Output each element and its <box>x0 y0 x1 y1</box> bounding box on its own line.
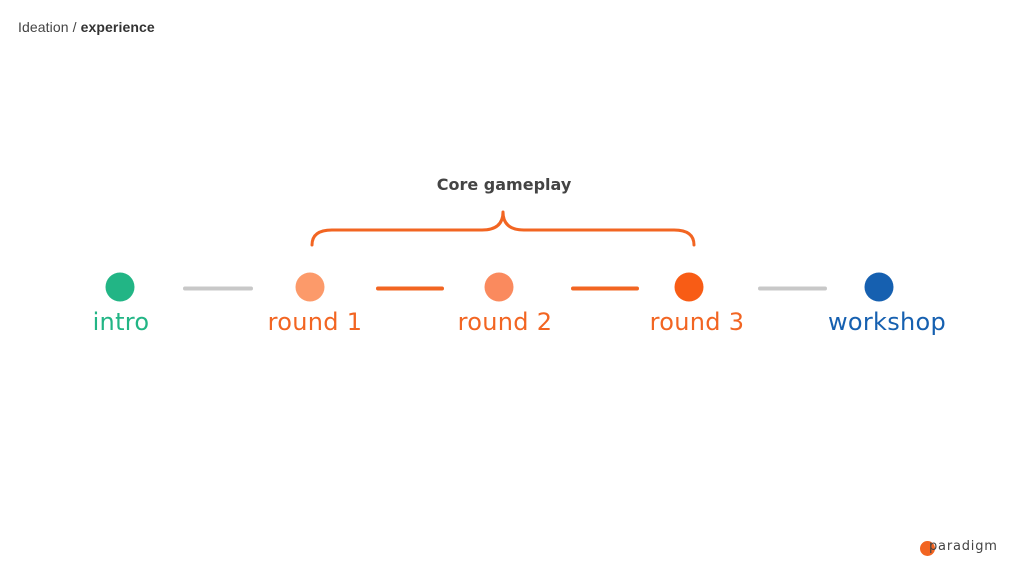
intro-label: intro <box>92 308 150 336</box>
round-2-node <box>484 272 514 302</box>
round-3-label: round 3 <box>649 308 745 336</box>
round-1-node <box>295 272 325 302</box>
paradigm-logo-text: paradigm <box>929 539 998 554</box>
intro-node <box>105 272 135 302</box>
workshop-label: workshop <box>827 308 947 336</box>
breadcrumb-current: experience <box>80 19 155 35</box>
core-gameplay-label: Core gameplay <box>436 175 572 194</box>
breadcrumb-parent[interactable]: Ideation <box>18 19 69 35</box>
paradigm-logo-mark-icon <box>920 541 935 556</box>
breadcrumb: Ideation / experience <box>18 19 155 35</box>
round-2-label: round 2 <box>457 308 553 336</box>
workshop-node <box>864 272 894 302</box>
breadcrumb-separator: / <box>72 19 77 35</box>
core-gameplay-brace <box>310 210 696 247</box>
round-1-label: round 1 <box>267 308 363 336</box>
round-3-node <box>674 272 704 302</box>
